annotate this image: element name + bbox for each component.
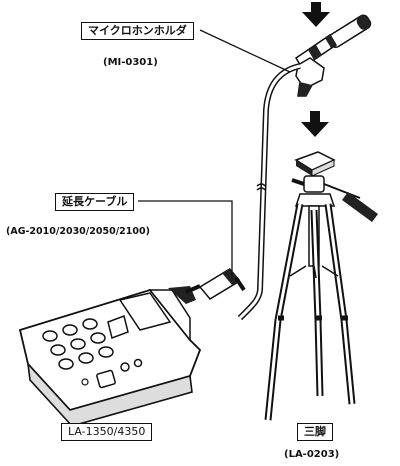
meter-model-label: LA-1350/4350 (61, 423, 153, 441)
tripod-icon (264, 151, 378, 421)
tripod-label: 三脚 (297, 423, 333, 441)
mic-holder-label: マイクロホンホルダ (81, 22, 194, 40)
mic-holder-icon (295, 57, 325, 97)
cable-connector-icon (198, 268, 246, 300)
down-arrow-icon (302, 2, 330, 27)
leader-lines (138, 29, 291, 276)
mic-holder-model-label: (MI-0301) (103, 57, 158, 68)
sound-level-meter-icon (18, 284, 202, 427)
extension-cable-models-label: (AG-2010/2030/2050/2100) (6, 226, 150, 237)
microphone-icon (327, 14, 372, 48)
extension-cable-label: 延長ケーブル (55, 193, 135, 211)
down-arrow-icon (301, 111, 329, 137)
tripod-model-label: (LA-0203) (284, 449, 340, 460)
extension-cable (237, 63, 301, 321)
